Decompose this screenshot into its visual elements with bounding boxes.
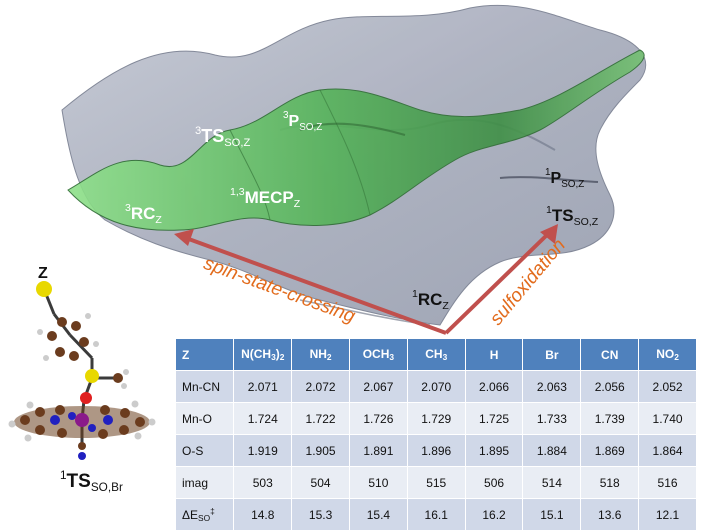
table-cell: 15.4 (349, 499, 407, 530)
table-cell: 1.891 (349, 435, 407, 467)
row-label: Mn-CN (176, 371, 234, 403)
table-cell: 12.1 (639, 499, 697, 530)
molecule-structure (0, 270, 170, 460)
column-header: CH3 (407, 339, 465, 371)
table-cell: 1.864 (639, 435, 697, 467)
label-mecp: 1,3MECPZ (230, 187, 300, 210)
table-cell: 13.6 (581, 499, 639, 530)
table-cell: 1.895 (465, 435, 523, 467)
table-cell: 1.725 (465, 403, 523, 435)
table-cell: 1.905 (292, 435, 350, 467)
z-atom (36, 281, 52, 297)
table-cell: 503 (234, 467, 292, 499)
table-cell: 2.067 (349, 371, 407, 403)
table-cell: 504 (292, 467, 350, 499)
column-header: OCH3 (349, 339, 407, 371)
label-3p: 3PSO,Z (283, 111, 322, 133)
column-header: NH2 (292, 339, 350, 371)
molecule-caption: 1TSSO,Br (60, 470, 123, 494)
z-label: Z (38, 266, 48, 282)
table-cell: 1.724 (234, 403, 292, 435)
table-cell: 510 (349, 467, 407, 499)
column-header: N(CH3)2 (234, 339, 292, 371)
table-cell: 514 (523, 467, 581, 499)
table-cell: 1.919 (234, 435, 292, 467)
table-cell: 1.726 (349, 403, 407, 435)
table-cell: 518 (581, 467, 639, 499)
table-cell: 1.896 (407, 435, 465, 467)
table-cell: 2.066 (465, 371, 523, 403)
column-header: Z (176, 339, 234, 371)
label-1rc: 1RCZ (412, 289, 449, 312)
o-atom (80, 392, 92, 404)
table-cell: 506 (465, 467, 523, 499)
table-cell: 15.3 (292, 499, 350, 530)
label-1p: 1PSO,Z (545, 168, 584, 190)
column-header: CN (581, 339, 639, 371)
row-label: O-S (176, 435, 234, 467)
table-cell: 2.056 (581, 371, 639, 403)
table-cell: 2.063 (523, 371, 581, 403)
column-header: Br (523, 339, 581, 371)
table-cell: 1.869 (581, 435, 639, 467)
label-1ts: 1TSSO,Z (546, 205, 598, 228)
table-cell: 16.1 (407, 499, 465, 530)
row-label: imag (176, 467, 234, 499)
table-cell: 1.739 (581, 403, 639, 435)
cyanide-n-atom (78, 452, 86, 460)
table-cell: 1.722 (292, 403, 350, 435)
mn-atom (75, 413, 89, 427)
table-cell: 2.070 (407, 371, 465, 403)
table-cell: 1.884 (523, 435, 581, 467)
table-cell: 14.8 (234, 499, 292, 530)
table-cell: 1.729 (407, 403, 465, 435)
table-cell: 2.071 (234, 371, 292, 403)
table-cell: 2.072 (292, 371, 350, 403)
column-header: H (465, 339, 523, 371)
label-3rc: 3RCZ (125, 203, 162, 226)
column-header: NO2 (639, 339, 697, 371)
table-cell: 1.733 (523, 403, 581, 435)
label-3ts: 3TSSO,Z (195, 126, 250, 149)
row-label: ΔESO‡ (176, 499, 234, 530)
table-cell: 1.740 (639, 403, 697, 435)
table-cell: 16.2 (465, 499, 523, 530)
table-cell: 516 (639, 467, 697, 499)
row-label: Mn-O (176, 403, 234, 435)
table-cell: 515 (407, 467, 465, 499)
table-cell: 15.1 (523, 499, 581, 530)
table-cell: 2.052 (639, 371, 697, 403)
s-atom (85, 369, 99, 383)
